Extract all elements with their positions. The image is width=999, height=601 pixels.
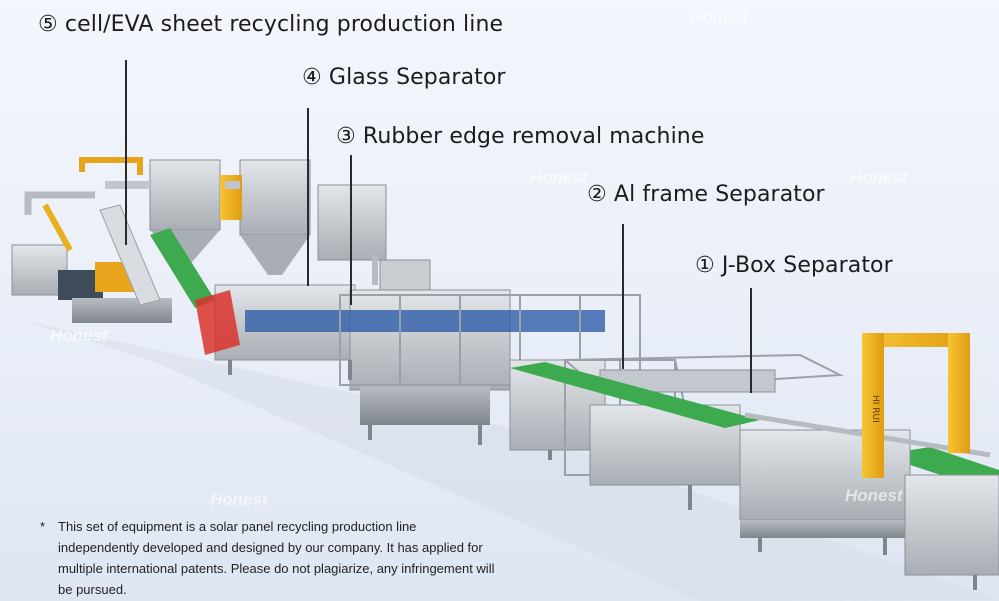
watermark: Honest — [530, 168, 588, 187]
note-bullet: * — [40, 519, 46, 534]
label-al-frame-separator: ② Al frame Separator — [587, 182, 825, 207]
watermark: Honest — [845, 486, 903, 505]
watermark: Honest — [50, 326, 108, 345]
label-jbox-separator: ① J-Box Separator — [695, 253, 893, 278]
leader-line-cell-eva — [125, 60, 127, 245]
label-rubber-edge-removal: ③ Rubber edge removal machine — [336, 124, 705, 149]
watermark: Honest — [850, 168, 908, 187]
leader-line-al-frame — [622, 224, 624, 369]
label-cell-eva-line: ⑤ cell/EVA sheet recycling production li… — [38, 12, 504, 37]
watermark: Honest — [210, 490, 268, 509]
leader-line-rubber — [350, 155, 352, 305]
label-glass-separator: ④ Glass Separator — [302, 65, 506, 90]
watermark: Honest — [690, 8, 748, 27]
note-text: This set of equipment is a solar panel r… — [58, 519, 495, 597]
machine-logo: HI RUI — [870, 395, 880, 423]
leader-line-glass — [307, 108, 309, 286]
leader-line-jbox — [750, 288, 752, 393]
